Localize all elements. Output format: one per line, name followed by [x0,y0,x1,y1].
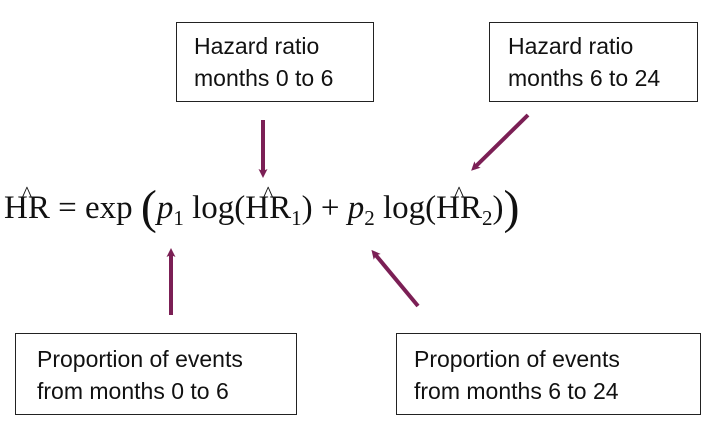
formula-p1-sub: 1 [173,206,184,230]
label-line: Proportion of events [414,346,620,372]
formula-hr2-sub: 2 [482,206,493,230]
label-proportion-6-24: Proportion of events from months 6 to 24 [396,333,701,415]
formula-hr2: HR [436,188,482,228]
formula-hr1: HR [245,188,291,228]
formula-lhs: HR [4,188,50,228]
formula-p1: p [156,190,174,226]
label-line: from months 6 to 24 [414,378,619,404]
formula-p2-sub: 2 [364,206,375,230]
label-line: months 6 to 24 [508,65,661,91]
arrow-to-p2 [371,249,420,308]
formula-p2: p [347,190,365,226]
formula-open-paren: ( [140,181,157,234]
label-line: Hazard ratio [194,33,320,59]
formula-plus: + [320,190,340,226]
formula-equals: = [58,190,77,226]
formula-close1: ) [301,190,313,226]
formula-log2: log( [383,190,437,226]
label-line: months 0 to 6 [194,65,334,91]
label-line: Proportion of events [37,346,243,372]
formula-exp: exp [84,190,133,226]
arrow-to-hr2 [471,113,530,171]
formula-close2: ) [492,190,504,226]
label-line: from months 0 to 6 [37,378,229,404]
formula-hr1-sub: 1 [291,206,302,230]
label-proportion-0-6: Proportion of events from months 0 to 6 [15,333,297,415]
label-hazard-ratio-6-24: Hazard ratio months 6 to 24 [489,22,698,102]
formula-log1: log( [192,190,246,226]
label-line: Hazard ratio [508,33,634,59]
formula-close-paren: ) [503,181,520,234]
label-hazard-ratio-0-6: Hazard ratio months 0 to 6 [176,22,374,102]
hazard-ratio-formula: HR = exp (p1 log(HR1) + p2 log(HR2)) [4,184,520,232]
